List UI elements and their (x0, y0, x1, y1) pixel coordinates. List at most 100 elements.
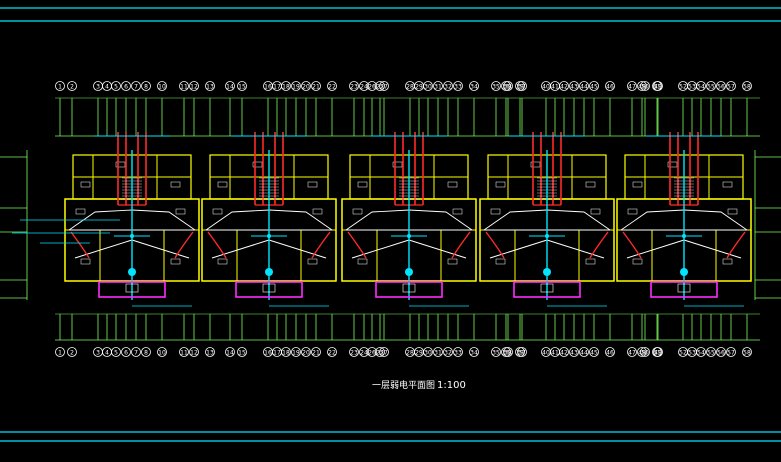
axis-bubble (121, 81, 131, 91)
axis-label: 21 (312, 350, 320, 357)
axis-bubble (517, 81, 527, 91)
branch-arc (347, 231, 367, 259)
axis-bubble (375, 347, 385, 357)
axis-label: 20 (302, 350, 310, 357)
room-tag (307, 181, 318, 188)
axis-label: 1 (58, 350, 62, 357)
axis-bubble (179, 347, 189, 357)
axis-bubble (716, 347, 726, 357)
axis-bubble (237, 347, 247, 357)
axis-label: 23 (350, 350, 358, 357)
axis-label: 50 (641, 350, 649, 357)
branch-arc (622, 231, 642, 259)
room-tag (75, 208, 86, 215)
axis-bubble (349, 347, 359, 357)
room-tag (357, 258, 368, 265)
axis-label: 38 (504, 84, 512, 91)
axis-bubble (637, 347, 647, 357)
side-dimension-lines (0, 150, 781, 300)
axis-bubble (589, 347, 599, 357)
room-tag (632, 258, 643, 265)
axis-label: 44 (580, 350, 588, 357)
axis-bubble (742, 347, 752, 357)
apartment-units (12, 132, 752, 307)
axis-bubble (696, 81, 706, 91)
room-tag (722, 258, 733, 265)
axis-bubble (131, 81, 141, 91)
axis-bubble (205, 347, 215, 357)
axis-label: 30 (424, 350, 432, 357)
cable-line (131, 239, 190, 259)
axis-bubble (291, 347, 301, 357)
axis-bubble (111, 81, 121, 91)
junction-point (545, 234, 549, 238)
axis-bubble (652, 347, 662, 357)
axis-label: 54 (697, 84, 705, 91)
axis-bubble (491, 347, 501, 357)
axis-label: 21 (312, 84, 320, 91)
axis-bubble (569, 347, 579, 357)
axis-bubble (179, 81, 189, 91)
balcony-door (540, 283, 554, 293)
room-tag (212, 208, 223, 215)
branch-arc (485, 231, 505, 259)
axis-bubble (559, 347, 569, 357)
branch-arc (70, 231, 90, 259)
axis-bubble (423, 81, 433, 91)
junction-point (407, 234, 411, 238)
drawing-scale: 1:100 (437, 380, 466, 391)
axis-label: 45 (590, 350, 598, 357)
axis-bubble (433, 81, 443, 91)
axis-label: 7 (134, 350, 138, 357)
room-tag (667, 161, 678, 168)
axis-label: 31 (434, 350, 442, 357)
axis-label: 40 (542, 84, 550, 91)
axis-label: 14 (226, 350, 234, 357)
axis-label: 2 (70, 84, 74, 91)
axis-bubble (640, 347, 650, 357)
branch-arc (726, 231, 746, 259)
axis-label: 5 (114, 350, 118, 357)
axis-bubble (55, 347, 65, 357)
axis-bubble (141, 81, 151, 91)
axis-bubble (640, 81, 650, 91)
balcony-outline (513, 281, 581, 298)
branch-arc (207, 231, 227, 259)
axis-label: 4 (105, 350, 109, 357)
axis-bubble (433, 347, 443, 357)
axis-label: 22 (328, 350, 336, 357)
room-tag (632, 181, 643, 188)
axis-bubble (281, 81, 291, 91)
axis-label: 14 (226, 84, 234, 91)
axis-bubble (726, 81, 736, 91)
axis-bubble (637, 81, 647, 91)
axis-label: 22 (328, 84, 336, 91)
axis-label: 46 (606, 84, 614, 91)
balcony-outline (98, 281, 166, 298)
axis-label: 34 (470, 84, 478, 91)
junction-point (267, 234, 271, 238)
room-tag (727, 208, 738, 215)
axis-bubble (706, 81, 716, 91)
axis-label: 37 (518, 84, 526, 91)
axis-bubble (423, 347, 433, 357)
room-tag (627, 208, 638, 215)
axis-bubble (237, 81, 247, 91)
axis-label: 12 (190, 350, 198, 357)
axis-label: 24 (360, 84, 368, 91)
cable-line (74, 239, 133, 259)
axis-label: 42 (560, 350, 568, 357)
axis-bubble (503, 81, 513, 91)
axis-bubble (501, 81, 511, 91)
axis-bubble (379, 81, 389, 91)
axis-label: 16 (264, 350, 272, 357)
room-tag (170, 258, 181, 265)
axis-bubble (379, 347, 389, 357)
apartment-unit (341, 132, 477, 307)
axis-label: 19 (292, 84, 300, 91)
axis-label: 17 (273, 350, 281, 357)
axis-bubble (627, 81, 637, 91)
axis-label: 8 (144, 84, 148, 91)
balcony-outline (235, 281, 303, 298)
